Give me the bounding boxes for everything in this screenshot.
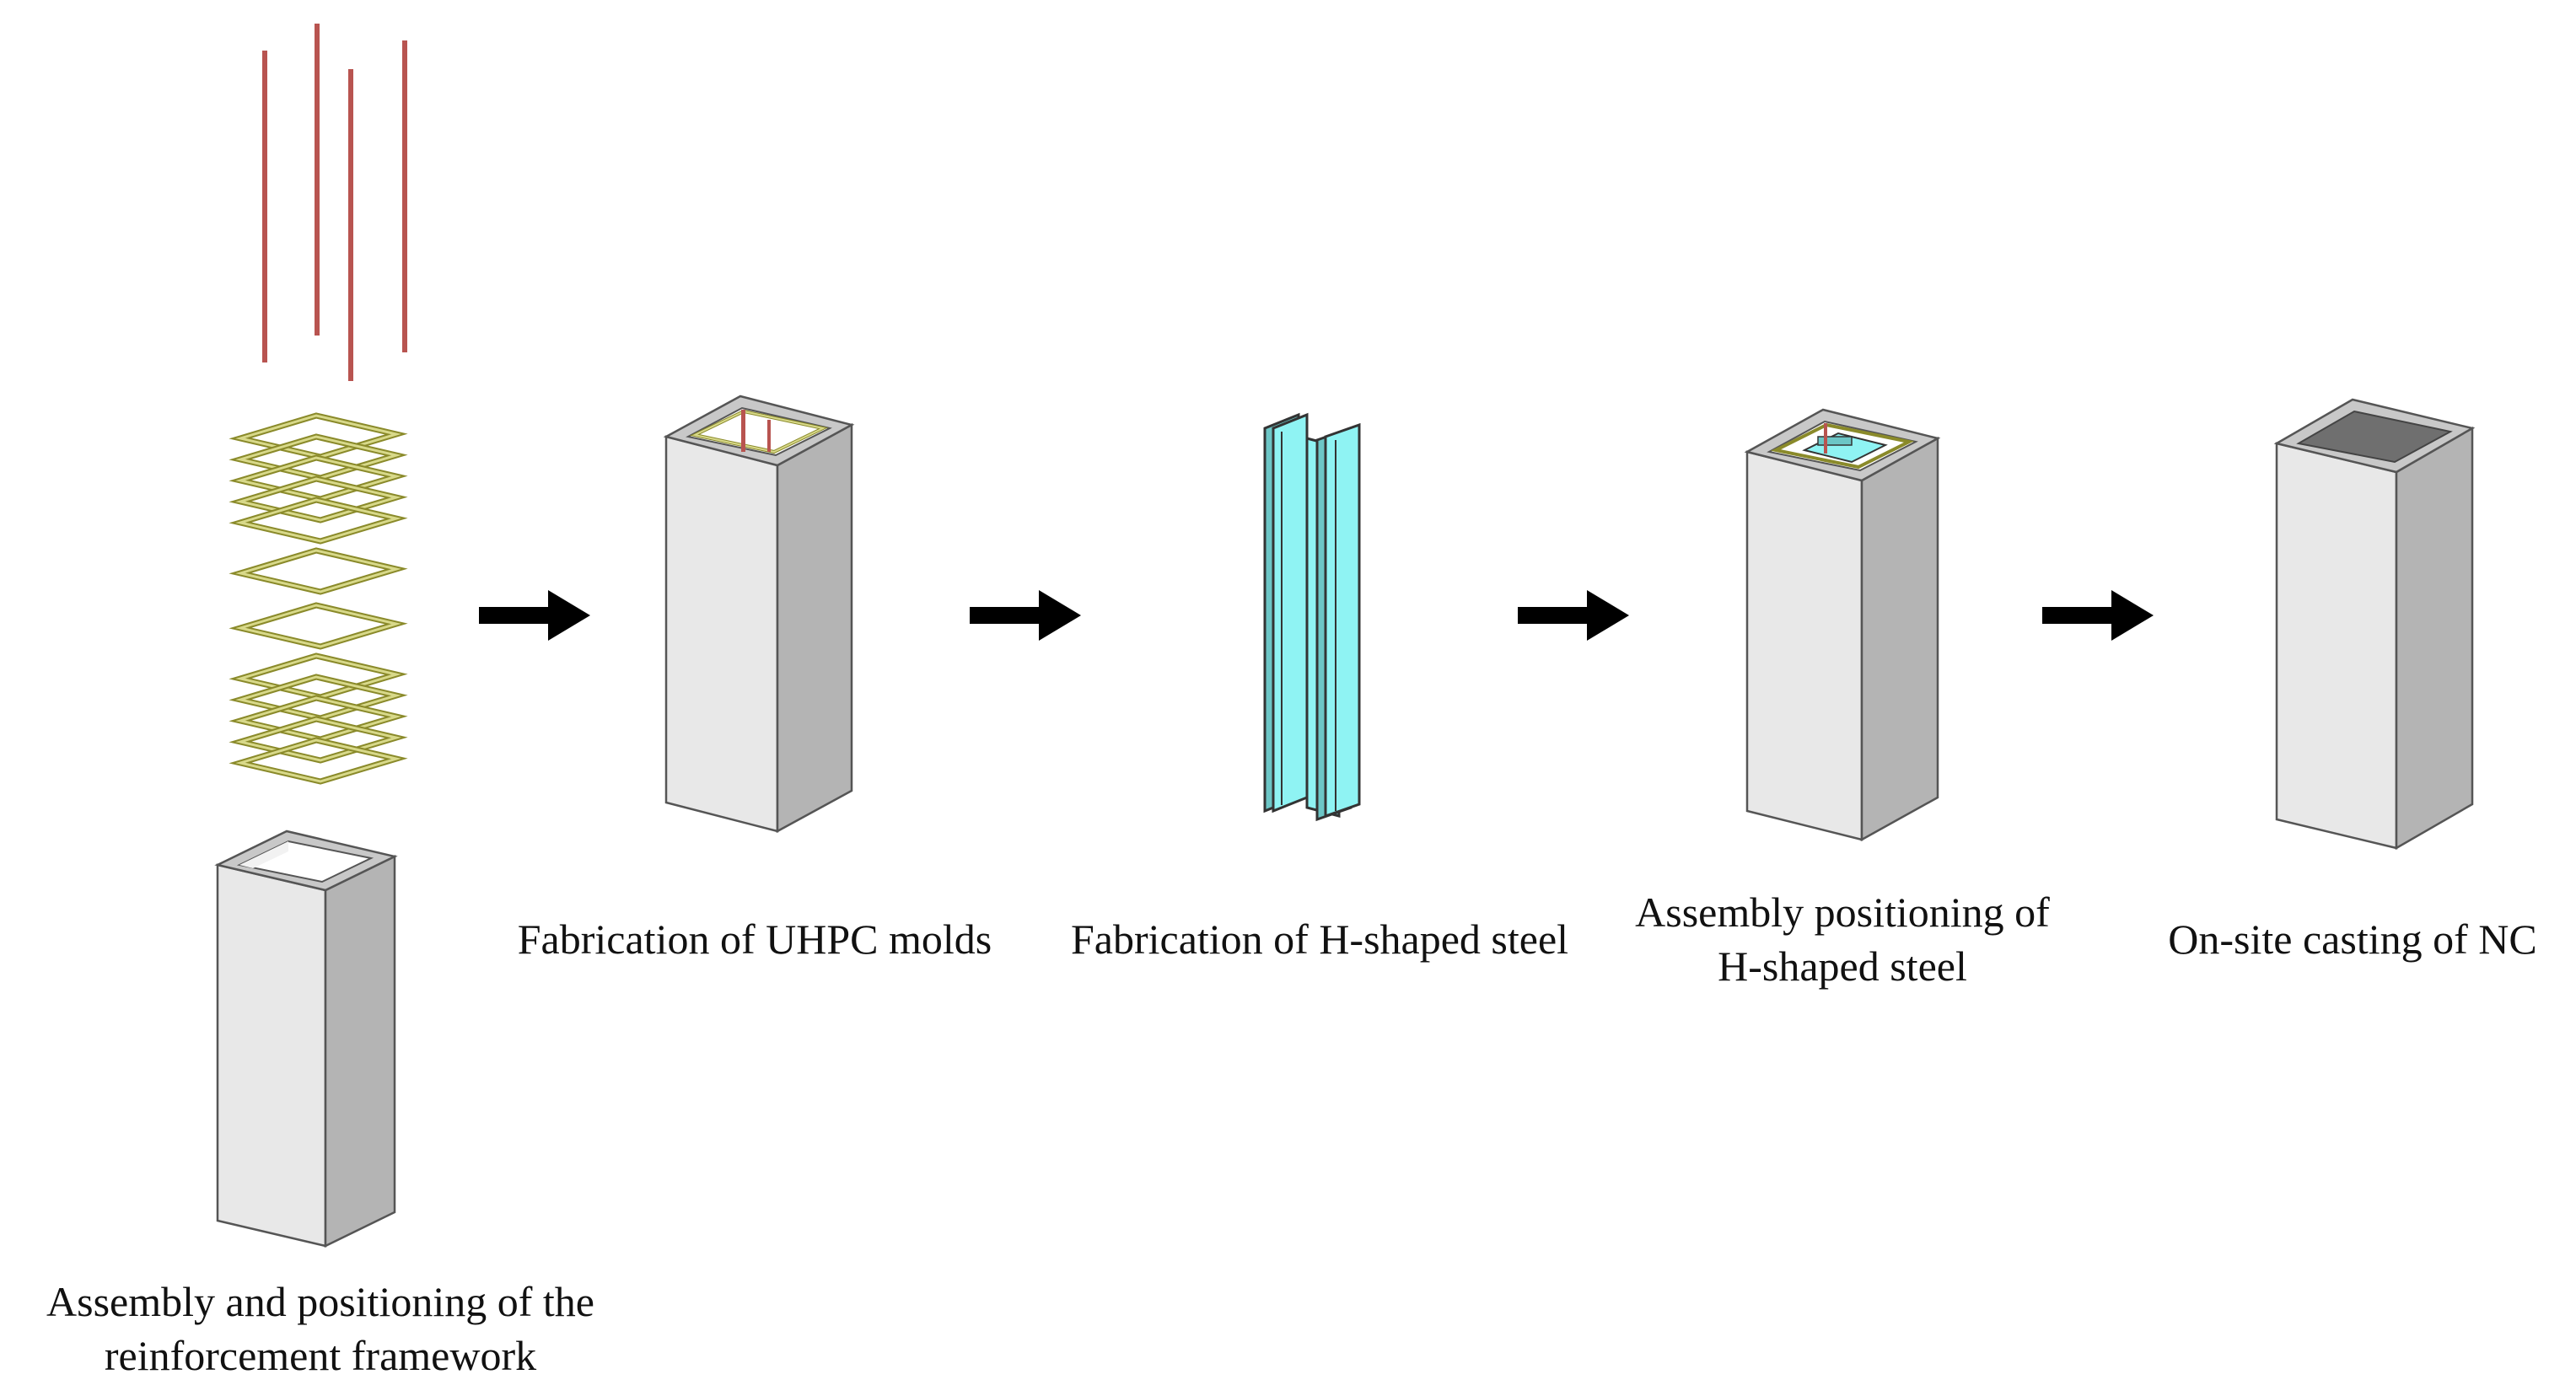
arrow-icon [970,590,1081,641]
stirrup-ring-highlight [235,414,401,459]
step-5-cast-graphic [2273,398,2476,851]
stirrup-ring [229,602,408,650]
step-4-assembly-graphic [1744,408,1941,842]
stirrup-ring-highlight [235,717,401,762]
stirrup-ring-highlight [235,738,401,783]
stirrup-icon [229,412,408,785]
rebar-icon [262,24,407,381]
caption-line: Assembly and positioning of the [46,1278,594,1325]
stirrup-ring-highlight [235,456,401,501]
caption-line: Fabrication of UHPC molds [517,915,992,963]
stirrup-ring-highlight [235,435,401,480]
caption-line: Fabrication of H-shaped steel [1070,915,1569,963]
caption-line: reinforcement framework [104,1332,537,1379]
caption-casting-nc: On-site casting of NC [2142,912,2563,966]
caption-line: Assembly positioning of [1635,889,2050,936]
step-1-reinforcement-graphic [214,24,408,1248]
stirrup-ring-highlight [235,675,401,720]
arrow-icon [1518,590,1629,641]
stirrup-ring-highlight [235,477,401,522]
stirrup-ring [229,547,408,595]
h-steel-icon [1263,412,1361,822]
arrow-icon [2042,590,2154,641]
step-2-uhpc-mold-graphic [663,395,855,834]
caption-line: On-site casting of NC [2168,915,2537,963]
caption-reinforcement: Assembly and positioning of the reinforc… [8,1275,632,1383]
caption-h-steel: Fabrication of H-shaped steel [1041,912,1598,966]
caption-uhpc-molds: Fabrication of UHPC molds [485,912,1024,966]
stirrup-ring-highlight [235,604,401,648]
stirrup-ring-highlight [235,654,401,699]
arrow-icon [479,590,590,641]
stirrup-ring-highlight [235,498,401,543]
stirrup-ring-highlight [235,696,401,741]
caption-line: H-shaped steel [1718,942,1967,990]
caption-assembly-h-steel: Assembly positioning of H-shaped steel [1589,885,2095,993]
column-icon [214,830,398,1248]
stirrup-ring-highlight [235,549,401,593]
